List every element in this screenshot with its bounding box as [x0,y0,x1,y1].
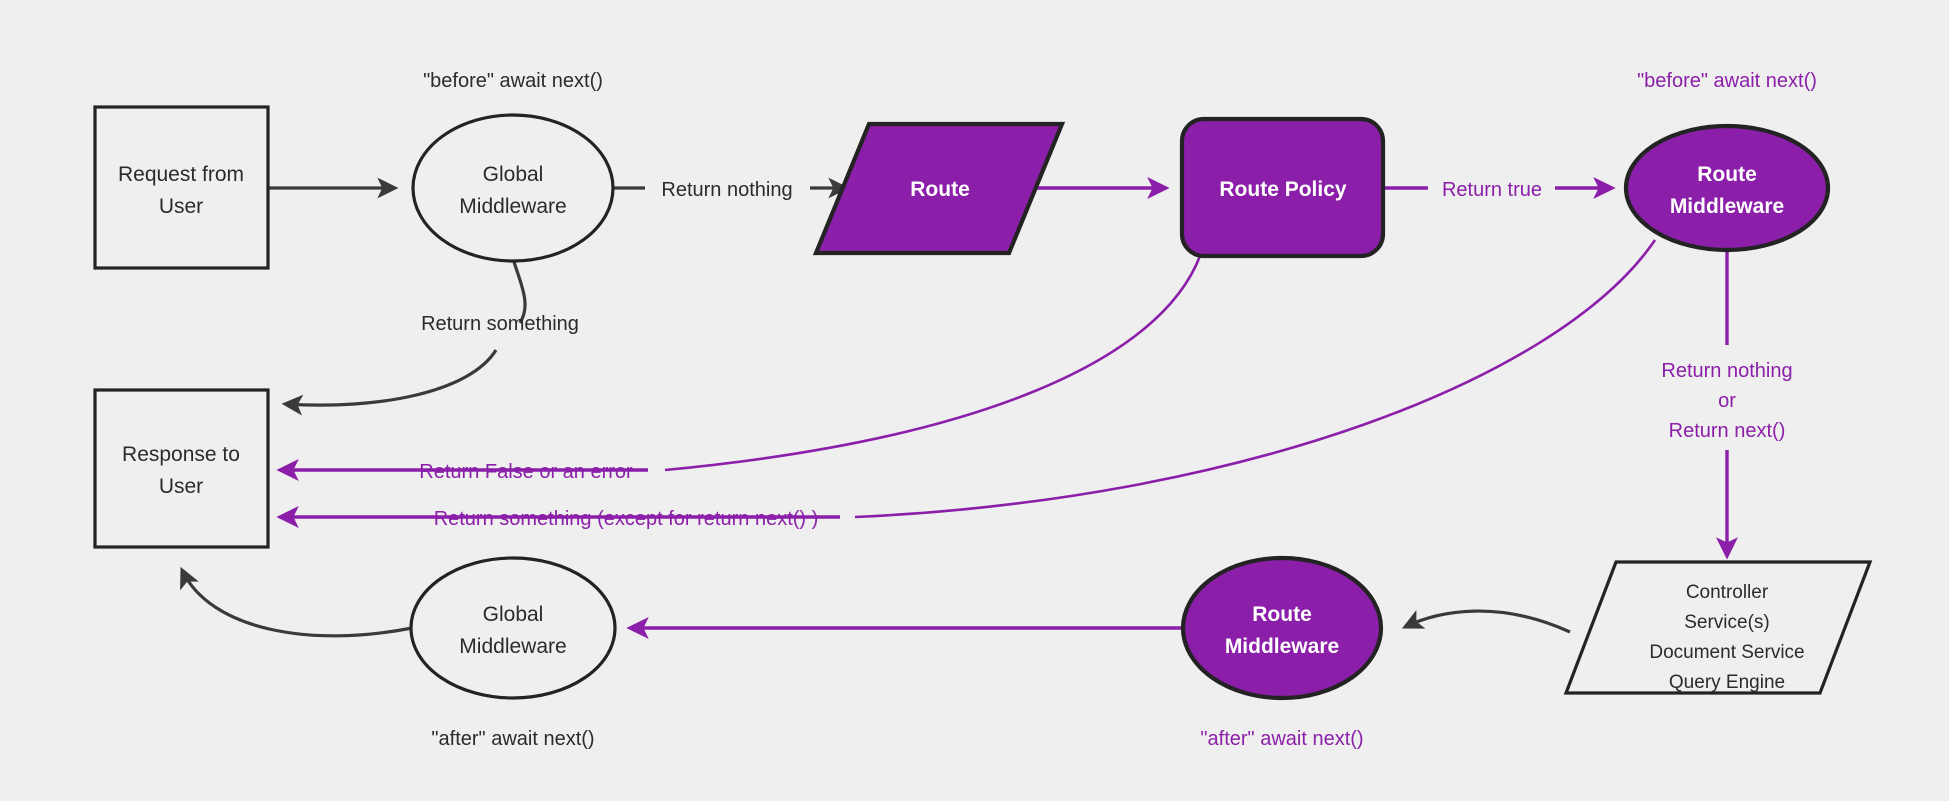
edge-label-return-something: Return something [421,313,579,335]
edge-label-return-false-or-error: Return False or an error [419,461,633,483]
request-from-user-label-line1: Request from [118,163,244,186]
global-middleware-top-label-line1: Global [483,163,544,186]
response-to-user-label-line2: User [159,475,203,498]
request-from-user-label-line2: User [159,195,203,218]
controller-stack-label-line1: Controller [1686,582,1769,603]
global-middleware-top-label-line2: Middleware [459,195,566,218]
edge-global-bottom-to-response [180,566,413,638]
edge-global-middleware-to-response [281,258,527,416]
route-middleware-top-label-line2: Middleware [1670,195,1784,218]
node-response-to-user[interactable]: Response to User [93,388,270,549]
route-policy-label: Route Policy [1219,178,1347,201]
edge-label-return-nothing: Return nothing [661,179,792,201]
edge-label-return-next: Return next() [1669,420,1786,442]
controller-stack-label-line4: Query Engine [1669,672,1785,693]
route-middleware-bottom-label-line1: Route [1252,603,1312,626]
edge-label-return-true: Return true [1442,179,1542,201]
annotation-after-await-next-global: "after" await next() [431,728,594,750]
response-to-user-label-line1: Response to [122,443,240,466]
annotation-before-await-next-route: "before" await next() [1637,70,1817,92]
edge-label-or: or [1718,390,1736,412]
node-route-policy[interactable]: Route Policy [1179,116,1386,259]
node-controller-stack[interactable]: Controller Service(s) Document Service Q… [1563,560,1873,695]
edge-label-return-nothing-2: Return nothing [1661,360,1792,382]
node-route-middleware-bottom[interactable]: Route Middleware [1180,555,1384,701]
annotation-before-await-next-global: "before" await next() [423,70,603,92]
controller-stack-label-line2: Service(s) [1684,612,1770,633]
route-middleware-bottom-label-line2: Middleware [1225,635,1339,658]
global-middleware-bottom-label-line1: Global [483,603,544,626]
controller-stack-label-line3: Document Service [1649,642,1804,663]
edge-controller-to-route-middleware-bottom [1401,609,1571,634]
route-middleware-top-label-line1: Route [1697,163,1757,186]
route-label: Route [910,178,970,201]
global-middleware-bottom-label-line2: Middleware [459,635,566,658]
edge-route-middleware-to-response [276,239,1657,529]
edge-route-policy-to-response [276,255,1202,482]
node-global-middleware-bottom[interactable]: Global Middleware [409,556,617,700]
node-route[interactable]: Route [812,121,1066,256]
node-route-middleware-top[interactable]: Route Middleware [1623,123,1831,253]
node-global-middleware-top[interactable]: Global Middleware [411,113,615,263]
edge-label-return-something-except: Return something (except for return next… [434,508,819,530]
node-request-from-user[interactable]: Request from User [93,105,270,270]
annotation-after-await-next-route: "after" await next() [1200,728,1363,750]
